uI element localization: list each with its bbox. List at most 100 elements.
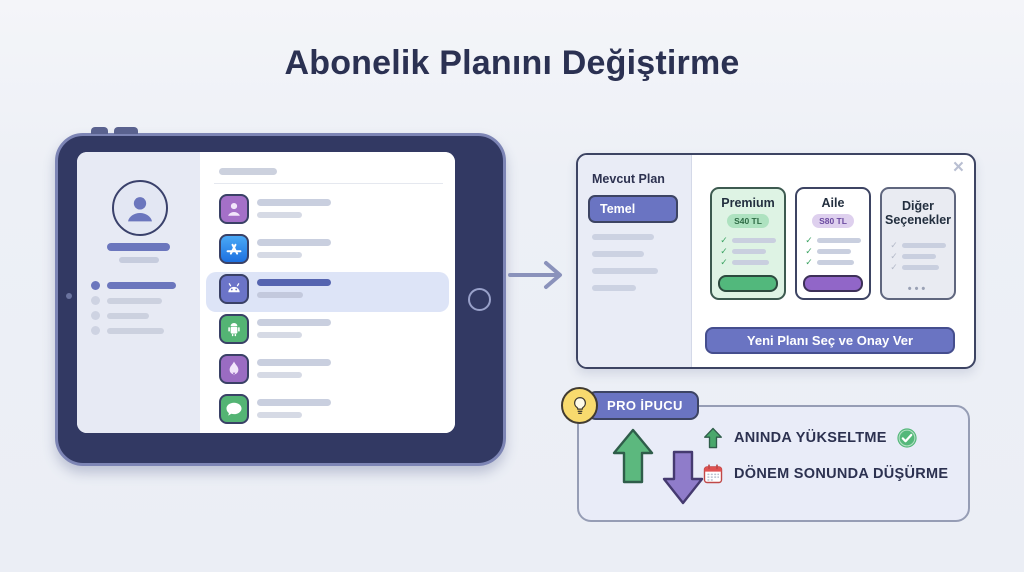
check-icon: ✓ xyxy=(720,257,728,267)
page-title: Abonelik Planını Değiştirme xyxy=(284,44,740,82)
row-subtitle-placeholder xyxy=(257,292,303,298)
row-subtitle-placeholder xyxy=(257,412,302,418)
feature-placeholder xyxy=(731,260,769,265)
row-subtitle-placeholder xyxy=(257,212,302,218)
tip-items: ANINDA YÜKSELTME xyxy=(701,423,948,495)
settings-sidebar xyxy=(77,152,200,433)
plan-card-other-options[interactable]: Diğer Seçenekler ✓ ✓ ✓ ••• xyxy=(880,187,956,300)
home-button[interactable] xyxy=(468,288,491,311)
current-plan-temel-button[interactable]: Temel xyxy=(588,195,678,223)
settings-row-android[interactable] xyxy=(200,312,455,352)
check-icon: ✓ xyxy=(805,257,813,267)
select-premium-button[interactable] xyxy=(718,275,778,292)
profile-subtitle-placeholder xyxy=(119,257,159,263)
row-subtitle-placeholder xyxy=(257,252,302,258)
feature-placeholder xyxy=(731,238,776,243)
tip-item-label: DÖNEM SONUNDA DÜŞÜRME xyxy=(734,466,949,482)
feature-placeholder xyxy=(901,265,939,270)
menu-label-placeholder xyxy=(107,297,162,304)
right-arrow-icon xyxy=(508,261,562,289)
row-title-placeholder xyxy=(257,399,331,406)
settings-row-fire[interactable] xyxy=(200,352,455,392)
plan-features: ✓ ✓ ✓ xyxy=(890,240,946,273)
bullet-dot xyxy=(91,311,100,320)
plan-detail-placeholder xyxy=(592,251,644,257)
plan-card-premium[interactable]: Premium S40 TL ✓ ✓ ✓ xyxy=(710,187,786,300)
user-avatar-icon xyxy=(128,197,152,222)
menu-label-placeholder xyxy=(107,282,176,289)
plan-card-aile[interactable]: Aile S80 TL ✓ ✓ ✓ xyxy=(795,187,871,300)
check-icon: ✓ xyxy=(720,246,728,256)
sidebar-menu-item-active[interactable] xyxy=(91,278,176,293)
feature-placeholder xyxy=(816,238,861,243)
sidebar-menu xyxy=(91,278,176,338)
check-icon: ✓ xyxy=(890,240,898,250)
plan-options-panel: × Premium S40 TL ✓ ✓ ✓ Aile S80 TL ✓ ✓ ✓ xyxy=(692,155,974,367)
messages-bubble-icon xyxy=(219,394,249,424)
tip-item-instant-upgrade: ANINDA YÜKSELTME xyxy=(701,423,948,453)
plan-detail-placeholder xyxy=(592,234,654,240)
sidebar-menu-item[interactable] xyxy=(91,293,176,308)
feature-placeholder xyxy=(816,249,851,254)
bullet-dot xyxy=(91,281,100,290)
upgrade-downgrade-arrows xyxy=(612,428,704,505)
plan-name: Aile xyxy=(821,196,845,210)
contacts-person-icon xyxy=(219,194,249,224)
plan-detail-placeholder xyxy=(592,268,658,274)
confirm-new-plan-button[interactable]: Yeni Planı Seç ve Onay Ver xyxy=(705,327,955,354)
settings-row-app-store[interactable] xyxy=(200,232,455,272)
check-icon: ✓ xyxy=(805,246,813,256)
plan-features: ✓ ✓ ✓ xyxy=(720,235,776,268)
settings-row-contacts[interactable] xyxy=(200,192,455,232)
up-arrow-icon xyxy=(701,425,725,451)
plan-name: Premium xyxy=(721,196,775,210)
pro-tip-badge-label: PRO İPUCU xyxy=(587,391,699,420)
current-plan-panel: Mevcut Plan Temel xyxy=(578,155,692,367)
app-store-icon xyxy=(219,234,249,264)
bullet-dot xyxy=(91,326,100,335)
check-circle-icon xyxy=(897,428,917,448)
menu-label-placeholder xyxy=(107,312,149,319)
calendar-icon xyxy=(701,461,725,487)
plan-price-badge: S40 TL xyxy=(727,214,769,228)
camera-dot xyxy=(66,293,72,299)
settings-row-subscriptions-selected[interactable] xyxy=(206,272,449,312)
feature-placeholder xyxy=(901,243,946,248)
sidebar-menu-item[interactable] xyxy=(91,308,176,323)
check-icon: ✓ xyxy=(890,262,898,272)
select-aile-button[interactable] xyxy=(803,275,863,292)
menu-label-placeholder xyxy=(107,327,164,334)
sidebar-menu-item[interactable] xyxy=(91,323,176,338)
row-title-placeholder xyxy=(257,319,331,326)
tip-item-end-of-period-downgrade: DÖNEM SONUNDA DÜŞÜRME xyxy=(701,459,948,489)
volume-button[interactable] xyxy=(114,127,138,134)
row-title-placeholder xyxy=(257,359,331,366)
current-plan-label: Mevcut Plan xyxy=(592,172,665,186)
android-robot-icon xyxy=(219,314,249,344)
pro-tip-box: PRO İPUCU ANINDA YÜKSELTME xyxy=(561,387,970,522)
settings-row-messages[interactable] xyxy=(200,392,455,432)
row-subtitle-placeholder xyxy=(257,372,302,378)
lightbulb-icon xyxy=(561,387,598,424)
plan-name: Diğer Seçenekler xyxy=(884,199,952,227)
close-icon[interactable]: × xyxy=(952,157,964,178)
list-header-placeholder xyxy=(219,168,277,175)
feature-placeholder xyxy=(731,249,766,254)
check-icon: ✓ xyxy=(805,235,813,245)
settings-rows xyxy=(200,192,455,432)
feature-placeholder xyxy=(901,254,936,259)
row-title-placeholder xyxy=(257,239,331,246)
tablet-device: ☜ xyxy=(55,127,506,466)
settings-list-panel: ☜ xyxy=(200,152,455,433)
tablet-screen: ☜ xyxy=(77,152,455,433)
volume-button[interactable] xyxy=(91,127,108,134)
fire-icon xyxy=(219,354,249,384)
row-title-placeholder xyxy=(257,279,331,286)
downgrade-down-arrow-icon xyxy=(662,450,704,505)
check-icon: ✓ xyxy=(720,235,728,245)
subscriptions-android-icon xyxy=(219,274,249,304)
user-avatar[interactable] xyxy=(112,180,168,236)
plan-price-badge: S80 TL xyxy=(812,214,854,228)
plan-features: ✓ ✓ ✓ xyxy=(805,235,861,268)
more-options-dots[interactable]: ••• xyxy=(907,283,929,295)
